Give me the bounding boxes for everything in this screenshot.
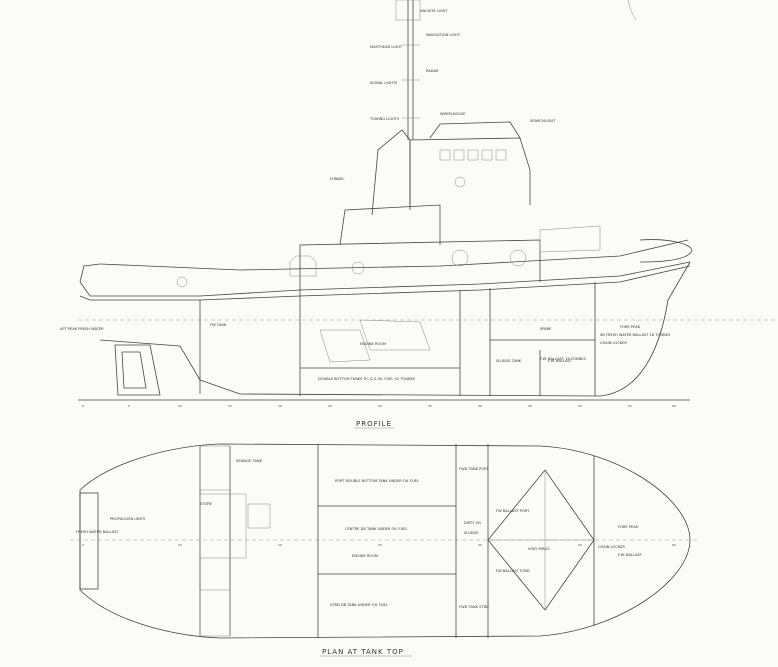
plan-title: PLAN AT TANK TOP [322,648,404,656]
plan-view: 0 10 20 30 40 50 60 PROPULSION UNITS ENGINE… [70,443,700,657]
profile-label: SB FRESH WATER BALLAST 16 TONNES [600,333,671,337]
profile-view: 0 5 10 15 20 25 30 35 40 45 50 55 60 DOUBLE BO… [60,0,778,429]
svg-text:10: 10 [178,404,182,408]
svg-text:30: 30 [378,543,382,547]
svg-text:50: 50 [578,404,582,408]
plan-label: FORE PEAK [618,525,639,529]
profile-label: F.W. BALLAST [548,359,573,363]
plan-label: DIRTY OIL [464,521,482,525]
profile-label: WHEELHOUSE [440,112,466,116]
svg-text:50: 50 [578,543,582,547]
profile-label: AFT PEAK FRESH WATER [60,327,104,331]
mast-label: MASTHEAD LIGHT [370,45,403,49]
plan-label: VOID SPACE [528,547,550,551]
plan-label: FW BALLAST STBD [496,569,530,573]
svg-text:55: 55 [628,404,632,408]
plan-label: PORT DOUBLE BOTTOM TANK UNDER OIL FUEL [335,479,419,483]
profile-label: SEARCHLIGHT [530,119,556,123]
plan-label: CENTRE DB TANK UNDER OIL FUEL [345,527,408,531]
profile-label: DOUBLE BOTTOM TANKS P.C & S OIL FUEL 52 … [318,377,416,381]
profile-label: FW TANK [210,323,227,327]
svg-text:40: 40 [478,543,482,547]
svg-text:0: 0 [82,543,84,547]
profile-label: SPARE [540,327,552,331]
svg-text:15: 15 [228,404,232,408]
profile-title: PROFILE [356,420,392,428]
plan-label: CHAIN LOCKER [598,545,625,549]
svg-text:10: 10 [178,543,182,547]
plan-label: STBD DB TANK UNDER OIL FUEL [330,603,388,607]
profile-label: F.W. BALLAST 19 TONNES [540,357,587,361]
plan-label: F.W. BALLAST [618,553,643,557]
profile-label: FORE PEAK [620,325,641,329]
mast-label: NAVIGATION LIGHT [426,33,461,37]
profile-label: SLUDGE TANK [496,359,522,363]
svg-text:40: 40 [478,404,482,408]
plan-label: PROPULSION UNITS [110,517,146,521]
plan-label: STORE [200,502,213,506]
stray-mark [627,0,637,21]
profile-label: FUNNEL [330,177,344,181]
mast-label: SIGNAL LIGHTS [370,81,398,85]
plan-label: ENGINE ROOM [352,554,378,558]
mast-label: ANCHOR LIGHT [420,9,448,13]
plan-label: FWD TANK PORT [459,467,489,471]
svg-text:20: 20 [278,404,282,408]
svg-text:60: 60 [672,404,676,408]
plan-label: SLUDGE [464,531,479,535]
plan-label: FWD TANK STBD [459,605,489,609]
svg-text:5: 5 [128,404,130,408]
profile-label: CHAIN LOCKER [600,341,627,345]
svg-text:35: 35 [428,404,432,408]
plan-label: SEWAGE TANK [236,459,263,463]
svg-text:25: 25 [328,404,332,408]
svg-text:45: 45 [528,404,532,408]
svg-text:60: 60 [672,543,676,547]
profile-label: ENGINE ROOM [360,342,386,346]
plan-label: FW BALLAST PORT [496,509,530,513]
svg-text:30: 30 [378,404,382,408]
svg-text:0: 0 [82,404,84,408]
mast-label: TOWING LIGHTS [369,117,400,121]
svg-text:20: 20 [278,543,282,547]
plan-label: FRESH WATER BALLAST [76,530,119,534]
mast-label: RADAR [426,69,439,73]
